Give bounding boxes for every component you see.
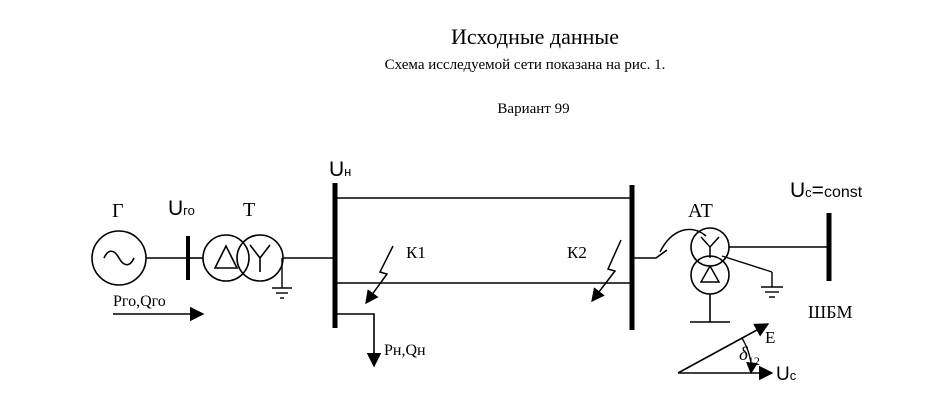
- generator-symbol: [91, 230, 147, 286]
- bus-to-at-line: [632, 249, 668, 259]
- variant-label: Вариант 99: [497, 101, 570, 117]
- generator-power-label: Pго,Qго: [113, 293, 166, 310]
- vector-diagram: [677, 323, 774, 381]
- autotransformer-label: АТ: [688, 200, 713, 222]
- shbm-label: ШБМ: [808, 302, 853, 322]
- u-go-label: Uго: [168, 197, 195, 220]
- u-n-label: Uн: [329, 158, 351, 181]
- load-label: Pн,Qн: [384, 342, 426, 359]
- generator-label: Г: [112, 200, 124, 222]
- fault-k1-symbol: [365, 245, 394, 305]
- transformer-label: Т: [243, 199, 255, 221]
- delta-angle-label: δ12: [739, 344, 760, 368]
- subtitle: Схема исследуемой сети показана на рис. …: [384, 57, 666, 73]
- autotransformer-symbol: [659, 227, 829, 323]
- transformer-symbol: [202, 234, 292, 299]
- load-arrow: [335, 313, 382, 368]
- u-c-const-label: Uс=const: [790, 179, 863, 202]
- k1-label: К1: [406, 243, 426, 262]
- title: Исходные данные: [451, 24, 619, 49]
- uc-vector-label: Uс: [776, 364, 797, 385]
- k2-label: К2: [567, 243, 587, 262]
- e-vector-label: E: [765, 328, 775, 347]
- fault-k2-symbol: [591, 239, 622, 303]
